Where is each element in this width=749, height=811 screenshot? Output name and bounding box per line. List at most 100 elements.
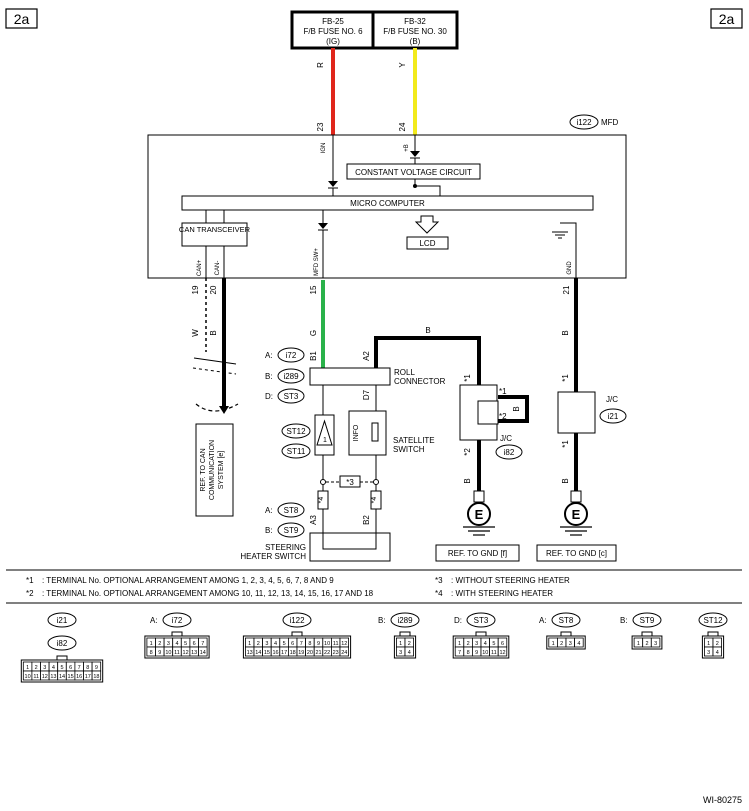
connector-pin-number: 17 xyxy=(85,674,91,680)
fuse-fb32-id: FB-32 xyxy=(404,17,426,26)
connector-view-prefix: B: xyxy=(378,616,386,625)
connector-view-latch xyxy=(56,655,68,661)
ref-can-line3: SYSTEM [e] xyxy=(218,451,225,490)
wire-label-r: R xyxy=(316,62,325,68)
connector-pin-number: 14 xyxy=(255,650,261,656)
connector-view-prefix: A: xyxy=(150,616,158,625)
connector-pin-number: 15 xyxy=(264,650,270,656)
connector-pin-number: 4 xyxy=(577,641,580,647)
connector-pin-number: 3 xyxy=(43,665,46,671)
connector-pin-number: 4 xyxy=(175,641,178,647)
roll-a-conn: i72 xyxy=(286,351,297,360)
connector-pin-number: 9 xyxy=(475,650,478,656)
connector-pin-number: 8 xyxy=(150,650,153,656)
note2-text: : TERMINAL No. OPTIONAL ARRANGEMENT AMON… xyxy=(42,589,374,598)
mfd-connector-id: i122 xyxy=(576,118,592,127)
connector-pin-number: 13 xyxy=(191,650,197,656)
lcd-block: LCD xyxy=(419,239,435,248)
connector-view-id: ST9 xyxy=(640,616,655,625)
connector-view-latch xyxy=(475,631,487,637)
page-id-left: 2a xyxy=(5,8,38,29)
connector-view-id: i21 xyxy=(57,616,68,625)
connector-pin-number: 9 xyxy=(317,641,320,647)
fuse-box-group: FB-25 F/B FUSE NO. 6 (IG) FB-32 F/B FUSE… xyxy=(290,10,459,50)
mark-3-bridge: *3 xyxy=(346,478,354,487)
wire-label-gnd-b: B xyxy=(561,330,570,335)
satellite-switch: 1 INFO SATELLITE SWITCH ST12 ST11 xyxy=(281,385,435,480)
connector-pin-number: 3 xyxy=(569,641,572,647)
wire-jc-loop xyxy=(498,395,529,423)
connector-pin-number: 11 xyxy=(174,650,180,656)
pin-b1: B1 xyxy=(309,351,318,361)
fuse-fb32-circuit: (B) xyxy=(410,37,421,46)
mfd-ig-label: IGN xyxy=(321,143,327,154)
connector-pin-number: 3 xyxy=(399,650,402,656)
jc21-conn: i21 xyxy=(608,412,619,421)
connector-pin-number: 3 xyxy=(265,641,268,647)
connector-view-id2-oval xyxy=(47,635,77,651)
connector-view-id: ST12 xyxy=(703,616,723,625)
mfd-bplus-label: +B xyxy=(404,144,410,152)
gnd-label: GND xyxy=(567,261,573,275)
connector-view-id: ST3 xyxy=(474,616,489,625)
connector-pin-number: 3 xyxy=(654,641,657,647)
page-id-right: 2a xyxy=(710,8,743,29)
connector-pin-number: 1 xyxy=(26,665,29,671)
note1-text: : TERMINAL No. OPTIONAL ARRANGEMENT AMON… xyxy=(42,576,334,585)
connector-pin-number: 12 xyxy=(183,650,189,656)
pin-15: 15 xyxy=(309,285,318,294)
connector-pin-number: 10 xyxy=(165,650,171,656)
wire-label-y: Y xyxy=(398,62,407,68)
can-l-label: CAN- xyxy=(215,261,221,276)
connector-pin-number: 10 xyxy=(324,641,330,647)
wire-label-loop: B xyxy=(512,406,521,411)
roll-d-conn: ST3 xyxy=(284,392,299,401)
connector-view-latch xyxy=(399,631,411,637)
connector-pin-number: 2 xyxy=(35,665,38,671)
document-id: WI-80275 xyxy=(703,795,742,805)
roll-b-conn: i289 xyxy=(283,372,299,381)
connector-view-id: i289 xyxy=(397,616,413,625)
pin-23: 23 xyxy=(316,122,325,131)
fuse-fb25-name: F/B FUSE NO. 6 xyxy=(303,27,363,36)
connector-pin-number: 6 xyxy=(193,641,196,647)
connector-pin-number: 12 xyxy=(341,641,347,647)
connector-pin-number: 16 xyxy=(272,650,278,656)
connector-view-id-oval xyxy=(282,612,312,628)
jc82-mark1: *1 xyxy=(499,387,507,396)
connector-pin-number: 1 xyxy=(458,641,461,647)
connector-view-id-oval xyxy=(698,612,728,628)
heater-a-conn: ST8 xyxy=(284,506,299,515)
connector-pin-number: 4 xyxy=(484,641,487,647)
ref-gnd-f: REF. TO GND [f] xyxy=(448,549,507,558)
ground-symbol-f: E xyxy=(463,490,495,536)
mfd-unit: i122 MFD IGN +B CONSTANT VOLTAGE CIRCUIT… xyxy=(147,114,627,279)
satellite-conn-st11: ST11 xyxy=(287,447,306,456)
wire-label-roll-b: B xyxy=(425,326,430,335)
heater-b-prefix: B: xyxy=(265,526,273,535)
connector-pin-number: 12 xyxy=(42,674,48,680)
connector-pin-number: 9 xyxy=(158,650,161,656)
connector-pin-number: 10 xyxy=(482,650,488,656)
note3-text: : WITHOUT STEERING HEATER xyxy=(451,576,570,585)
connector-pin-number: 2 xyxy=(645,641,648,647)
connector-pin-number: 2 xyxy=(467,641,470,647)
connector-pin-number: 2 xyxy=(158,641,161,647)
connector-view-latch xyxy=(171,631,183,637)
wire-label-jc82-b: B xyxy=(463,478,472,483)
connector-pin-number: 13 xyxy=(247,650,253,656)
heater-label2: HEATER SWITCH xyxy=(240,552,306,561)
connector-pin-number: 22 xyxy=(324,650,330,656)
jc21-bottom-mark: *1 xyxy=(561,440,570,448)
wire-a2-black xyxy=(374,336,481,385)
ref-can-line2: COMMUNICATION xyxy=(209,440,216,500)
jc21-label: J/C xyxy=(606,395,618,404)
connector-pin-number: 2 xyxy=(716,641,719,647)
connector-pin-number: 8 xyxy=(308,641,311,647)
connector-pin-number: 7 xyxy=(458,650,461,656)
